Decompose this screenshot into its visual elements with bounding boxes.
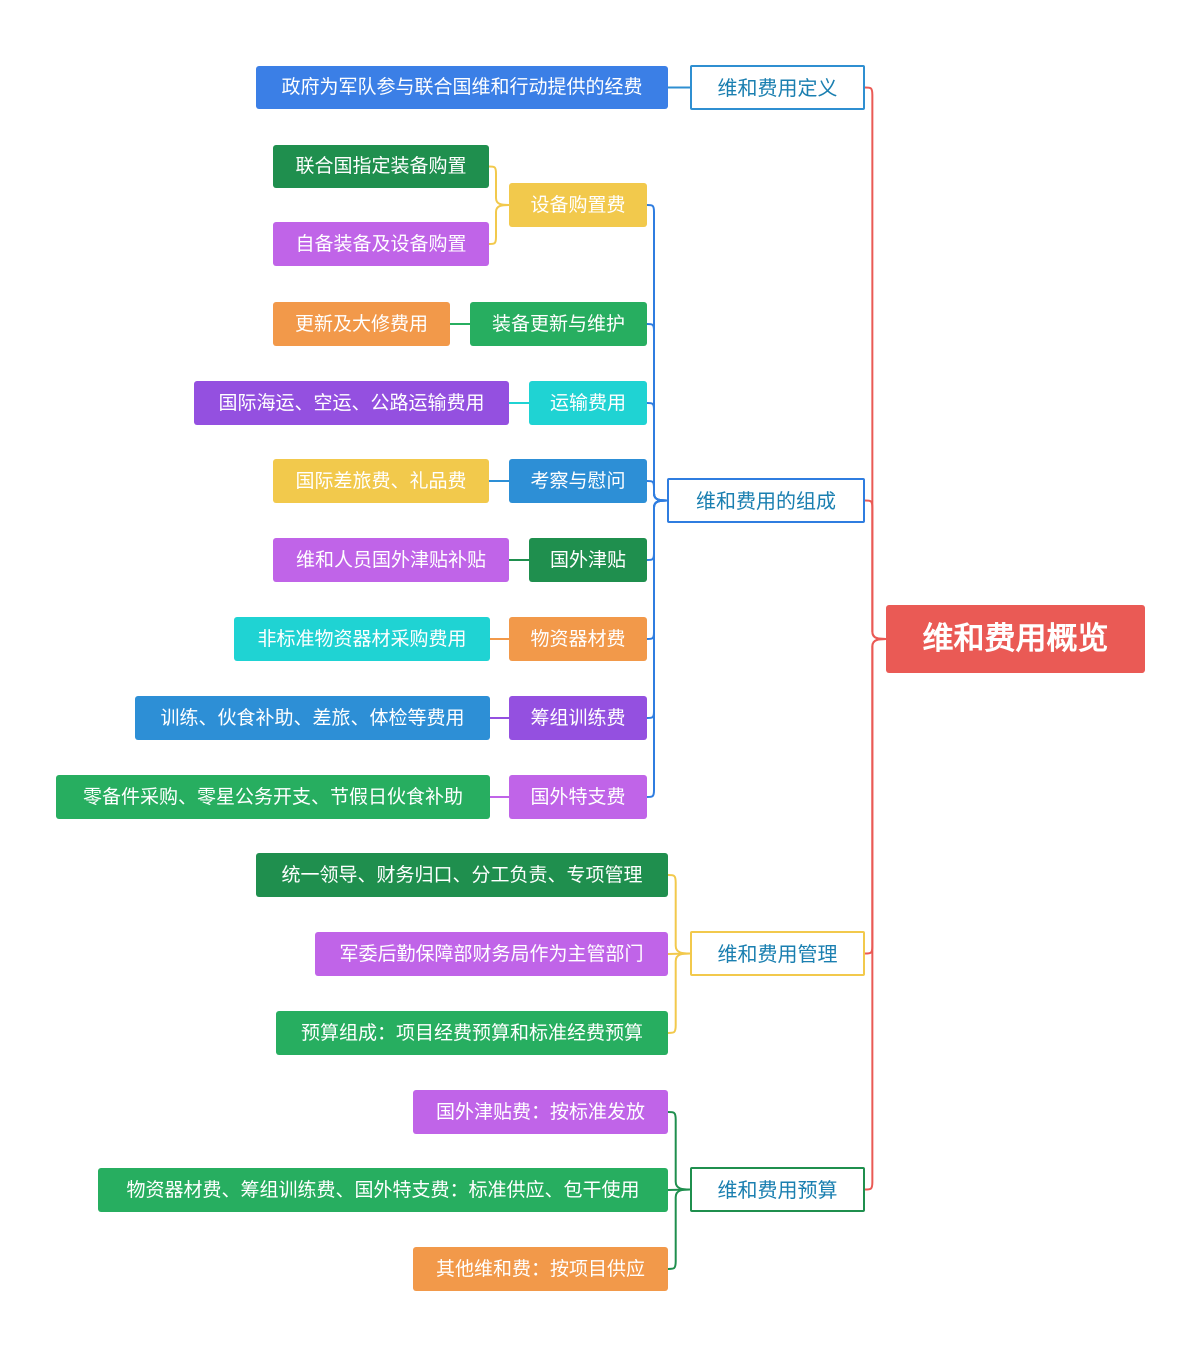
group-transport[interactable]: 运输费用 [529,381,647,425]
leaf-overhaul[interactable]: 更新及大修费用 [273,302,450,346]
leaf-own-equipment[interactable]: 自备装备及设备购置 [273,222,489,266]
management-item[interactable]: 预算组成：项目经费预算和标准经费预算 [276,1011,668,1055]
leaf-spare-parts[interactable]: 零备件采购、零星公务开支、节假日伙食补助 [56,775,490,819]
root-node[interactable]: 维和费用概览 [886,605,1145,673]
leaf-travel-gift[interactable]: 国际差旅费、礼品费 [273,459,489,503]
budget-item[interactable]: 国外津贴费：按标准发放 [413,1090,668,1134]
group-inspection[interactable]: 考察与慰问 [509,459,647,503]
branch-composition[interactable]: 维和费用的组成 [667,478,865,523]
group-materials[interactable]: 物资器材费 [509,617,647,661]
definition-item[interactable]: 政府为军队参与联合国维和行动提供的经费 [256,66,668,109]
management-item[interactable]: 军委后勤保障部财务局作为主管部门 [315,932,668,976]
group-equipment-purchase[interactable]: 设备购置费 [509,183,647,227]
group-special-expense[interactable]: 国外特支费 [509,775,647,819]
branch-management[interactable]: 维和费用管理 [690,931,865,976]
group-equipment-maintenance[interactable]: 装备更新与维护 [470,302,647,346]
group-overseas-allowance[interactable]: 国外津贴 [529,538,647,582]
leaf-transport-cost[interactable]: 国际海运、空运、公路运输费用 [194,381,509,425]
group-training[interactable]: 筹组训练费 [509,696,647,740]
leaf-allowance[interactable]: 维和人员国外津贴补贴 [273,538,509,582]
budget-item[interactable]: 其他维和费：按项目供应 [413,1247,668,1291]
leaf-nonstandard-materials[interactable]: 非标准物资器材采购费用 [234,617,490,661]
management-item[interactable]: 统一领导、财务归口、分工负责、专项管理 [256,853,668,897]
leaf-un-equipment[interactable]: 联合国指定装备购置 [273,145,489,188]
branch-budget[interactable]: 维和费用预算 [690,1167,865,1212]
budget-item[interactable]: 物资器材费、筹组训练费、国外特支费：标准供应、包干使用 [98,1168,668,1212]
leaf-training-cost[interactable]: 训练、伙食补助、差旅、体检等费用 [135,696,490,740]
branch-definition[interactable]: 维和费用定义 [690,65,865,110]
